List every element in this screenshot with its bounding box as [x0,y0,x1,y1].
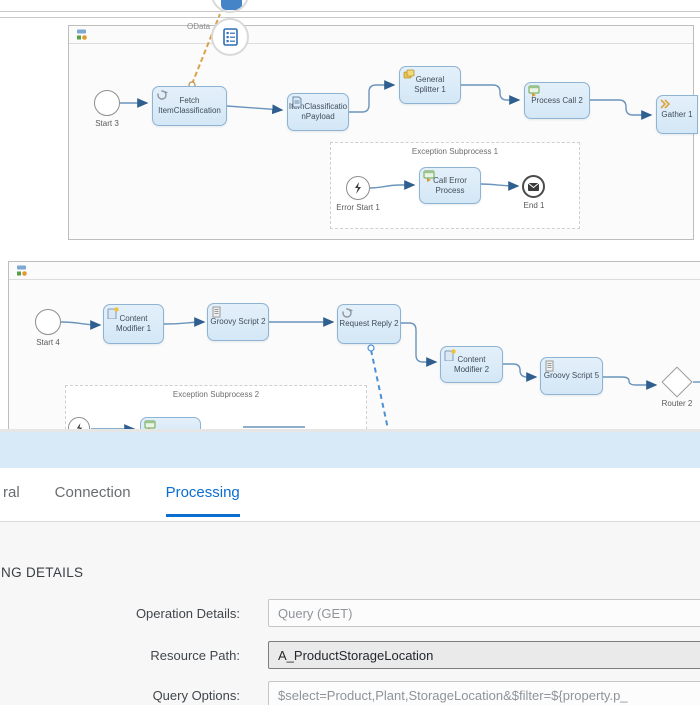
process-1-header [69,26,693,44]
node-gather-1[interactable]: Gather 1 [656,95,698,134]
splitter-icon [403,69,415,79]
content-modifier-icon [107,307,119,319]
node-process-call-2[interactable]: Process Call 2 [524,82,590,119]
process-call-icon [423,170,435,182]
node-label: Groovy Script 2 [210,317,266,327]
router-2-label: Router 2 [661,399,693,408]
node-label: Groovy Script 5 [543,371,600,381]
start-3-label: Start 3 [95,119,119,128]
process-call-icon [528,85,540,97]
node-label: Process Call 2 [531,95,583,105]
node-groovy-script-5[interactable]: Groovy Script 5 [540,357,603,395]
node-label: ItemClassificatio nPayload [288,102,348,121]
error-bolt-icon [355,182,361,194]
node-label: Content Modifier 1 [115,314,152,333]
operation-details-label: Operation Details: [135,606,240,621]
gather-icon [660,99,671,109]
diagram-canvas[interactable]: Exception Subprocess 1 Exception Subproc… [0,0,700,429]
node-label: Content Modifier 2 [453,354,490,374]
request-reply-icon [342,308,353,318]
query-options-label: Query Options: [152,688,240,703]
content-enricher-icon [157,90,168,100]
node-label: General Splitter 1 [414,75,446,94]
process-icon [77,29,87,40]
node-label: Fetch ItemClassification [158,96,221,115]
exception-subprocess-2[interactable]: Exception Subprocess 2 [65,385,367,429]
node-call-error-process[interactable]: Call Error Process [419,167,481,204]
processing-panel: ING DETAILS Operation Details: Resource … [0,522,700,705]
node-label: Request Reply 2 [339,319,399,329]
content-modifier-icon [444,349,456,361]
node-partial-call-process[interactable] [140,417,201,429]
script-icon [212,306,221,318]
process-2-header [9,262,700,280]
error-start-1-label: Error Start 1 [336,203,380,212]
tab-divider [0,521,700,522]
error-bolt-icon [76,422,82,429]
odata-receiver-circle[interactable] [211,18,249,56]
processing-details-title: ING DETAILS [0,565,84,580]
process-call-icon [144,420,156,429]
tab-connection[interactable]: Connection [54,484,131,501]
property-tabs: ral Connection Processing [3,484,240,517]
exception-subprocess-2-title: Exception Subprocess 2 [172,390,260,399]
receiver-icon [221,0,242,10]
resource-path-label: Resource Path: [150,648,240,663]
node-content-modifier-2[interactable]: Content Modifier 2 [440,346,503,383]
script-icon [545,360,554,372]
end-1-label: End 1 [523,201,545,210]
node-fetch-itemclassification[interactable]: Fetch ItemClassification [152,86,227,126]
exception-subprocess-1-title: Exception Subprocess 1 [411,147,499,156]
node-itemclassification-payload[interactable]: ItemClassificatio nPayload [287,93,349,131]
tab-general[interactable]: ral [3,484,20,501]
start-event-4[interactable] [35,309,61,335]
node-label: Gather 1 [661,109,693,119]
end-event-1[interactable] [522,175,545,198]
panel-top-separator [0,429,700,432]
start-4-label: Start 4 [36,338,60,347]
node-content-modifier-1[interactable]: Content Modifier 1 [103,304,164,344]
operation-details-field[interactable] [268,599,700,627]
odata-channel-label: OData [187,22,211,31]
collapsed-participant-bar[interactable] [0,11,700,18]
node-groovy-script-2[interactable]: Groovy Script 2 [207,303,269,341]
query-options-field[interactable] [268,681,700,705]
start-event-3[interactable] [94,90,120,116]
message-envelope-icon [528,182,539,191]
tab-processing[interactable]: Processing [165,484,240,517]
panel-header-band [0,432,700,468]
process-icon [17,265,27,276]
odata-document-icon [222,28,238,46]
document-icon [292,96,302,108]
node-request-reply-2[interactable]: Request Reply 2 [337,304,401,344]
node-general-splitter-1[interactable]: General Splitter 1 [399,66,461,104]
error-start-event-1[interactable] [346,176,370,200]
resource-path-field[interactable] [268,641,700,669]
node-label: Call Error Process [433,175,467,195]
